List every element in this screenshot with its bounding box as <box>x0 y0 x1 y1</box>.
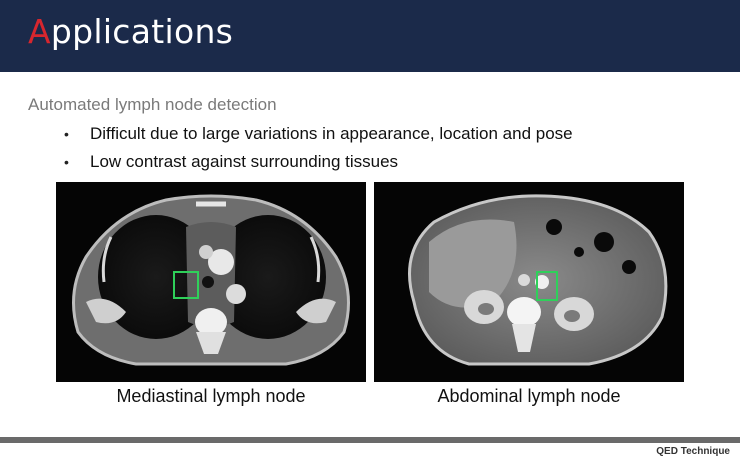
mediastinal-caption: Mediastinal lymph node <box>116 386 306 406</box>
rib <box>309 236 321 283</box>
title-text: pplications <box>50 12 234 51</box>
slide-title: Applications <box>28 12 233 51</box>
bowel-gas <box>594 232 614 252</box>
bullet-text: Low contrast against surrounding tissues <box>90 152 399 171</box>
bullet-text: Difficult due to large variations in app… <box>90 124 573 143</box>
mediastinal-ct-drawing <box>72 194 350 366</box>
right-kidney-pelvis <box>564 310 580 322</box>
aorta <box>208 249 234 275</box>
right-lung <box>210 215 326 339</box>
left-lung <box>98 215 214 339</box>
bullet-list: • Difficult due to large variations in ap… <box>64 120 724 176</box>
pulmonary-artery <box>226 284 246 304</box>
bullet-icon: • <box>64 126 69 142</box>
abdominal-ct-image <box>374 182 684 382</box>
detection-box <box>173 271 199 299</box>
trachea <box>202 276 214 288</box>
brand-label: QED Technique <box>656 446 730 457</box>
vertebra <box>195 308 227 336</box>
rib <box>101 236 113 283</box>
title-accent-letter: A <box>28 12 51 51</box>
abdominal-ct-drawing <box>408 194 668 366</box>
bowel-gas <box>622 260 636 274</box>
vertebra <box>507 297 541 327</box>
vessel <box>199 245 213 259</box>
detection-box <box>536 271 558 301</box>
left-kidney-pelvis <box>478 303 494 315</box>
abdominal-caption: Abdominal lymph node <box>437 386 621 406</box>
left-scapula <box>86 298 126 324</box>
mediastinum <box>186 222 236 327</box>
right-scapula <box>296 298 336 324</box>
spinal-process <box>512 324 536 352</box>
bullet-item: • Difficult due to large variations in ap… <box>64 120 724 148</box>
bullet-icon: • <box>64 154 69 170</box>
bowel-gas <box>546 219 562 235</box>
bowel-gas <box>574 247 584 257</box>
bullet-item: • Low contrast against surrounding tissue… <box>64 148 724 176</box>
mediastinal-ct-image <box>56 182 366 382</box>
aorta <box>535 275 549 289</box>
liver <box>429 219 517 308</box>
slide-header: Applications <box>0 0 740 72</box>
spinal-process <box>196 332 226 354</box>
footer-bar <box>0 437 740 443</box>
vena-cava <box>518 274 530 286</box>
slide-subtitle: Automated lymph node detection <box>28 95 277 114</box>
